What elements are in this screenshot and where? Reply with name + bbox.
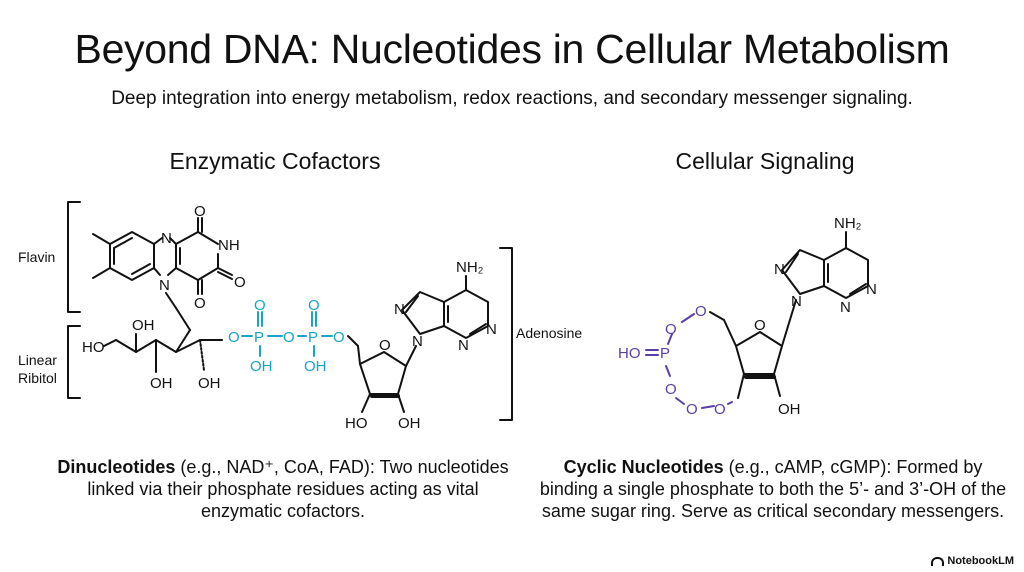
camp-atom-n3: N	[840, 299, 851, 316]
atom-o-bridge-3: O	[333, 329, 345, 346]
label-ribitol: Ribitol	[18, 370, 57, 386]
atom-nh2: NH₂	[456, 259, 484, 276]
caption-cyclic-term: Cyclic Nucleotides	[563, 457, 724, 477]
atom-o-extra: O	[194, 295, 206, 312]
camp-atom-o3: O	[714, 401, 726, 418]
caption-cyclic-text: (e.g., cAMP, cGMP): Formed by binding a …	[539, 457, 1007, 521]
atom-oh-2: OH	[150, 375, 173, 392]
fad-bonds	[67, 201, 513, 421]
flavin-bracket	[67, 201, 81, 313]
atom-o4: O	[234, 274, 246, 291]
atom-c8-n: N	[394, 301, 405, 318]
camp-atom-n1: N	[866, 281, 877, 298]
caption-dinucleotides: Dinucleotides (e.g., NAD⁺, CoA, FAD): Tw…	[48, 456, 518, 522]
fad-atom-labels: N N O NH O O OH HO OH OH O P O OH O P O …	[82, 203, 497, 432]
caption-dinucleotides-term: Dinucleotides	[57, 457, 176, 477]
atom-p1-oh: OH	[250, 358, 273, 375]
camp-bonds	[645, 231, 869, 409]
camp-atom-ribose-o: O	[754, 317, 766, 334]
notebooklm-icon	[931, 556, 945, 566]
atom-n5: N	[161, 230, 172, 247]
camp-atom-o-a: O	[665, 321, 677, 338]
camp-atom-n7: N	[774, 261, 785, 278]
atom-n3: NH	[218, 237, 240, 254]
camp-atom-n9: N	[791, 293, 802, 310]
camp-atom-labels: NH₂ N N N N O OH O O P HO O O O	[618, 215, 877, 418]
label-adenosine: Adenosine	[516, 325, 582, 341]
atom-ribose-oh: OH	[398, 415, 421, 432]
page-subtitle: Deep integration into energy metabolism,…	[111, 88, 913, 109]
caption-cyclic-nucleotides: Cyclic Nucleotides (e.g., cAMP, cGMP): F…	[538, 456, 1008, 522]
camp-atom-p: P	[660, 345, 670, 362]
atom-p2: P	[308, 329, 318, 346]
atom-n9: N	[412, 333, 423, 350]
atom-p2-oh: OH	[304, 358, 327, 375]
atom-n3b: N	[458, 337, 469, 354]
atom-o-bridge-1: O	[228, 329, 240, 346]
atom-p1: P	[254, 329, 264, 346]
atom-oh-1: OH	[132, 317, 155, 334]
atom-oh-3: OH	[198, 375, 221, 392]
page-title: Beyond DNA: Nucleotides in Cellular Meta…	[74, 26, 950, 72]
camp-atom-ho: HO	[618, 345, 641, 362]
atom-o-bridge-2: O	[283, 329, 295, 346]
camp-atom-o-c: O	[686, 401, 698, 418]
camp-atom-o-b: O	[665, 381, 677, 398]
section-heading-cellular-signaling: Cellular Signaling	[675, 148, 855, 174]
section-heading-enzymatic-cofactors: Enzymatic Cofactors	[169, 148, 381, 174]
camp-atom-o5: O	[695, 303, 707, 320]
caption-dinucleotides-text: (e.g., NAD⁺, CoA, FAD): Two nucleotides …	[87, 457, 509, 521]
label-linear: Linear	[18, 352, 57, 368]
atom-ribose-ho: HO	[345, 415, 368, 432]
atom-ribose-o: O	[379, 337, 391, 354]
atom-n1: N	[486, 321, 497, 338]
atom-o2: O	[194, 203, 206, 220]
brand-name: NotebookLM	[947, 555, 1014, 567]
atom-n10: N	[159, 277, 170, 294]
camp-atom-nh2: NH₂	[834, 215, 862, 232]
adenosine-bracket	[499, 247, 513, 421]
atom-p1-o: O	[254, 297, 266, 314]
label-flavin: Flavin	[18, 249, 55, 265]
atom-ho: HO	[82, 339, 105, 356]
ribitol-bracket	[67, 325, 81, 399]
camp-atom-oh: OH	[778, 401, 801, 418]
atom-p2-o: O	[308, 297, 320, 314]
brand-logo: NotebookLM	[931, 555, 1014, 567]
